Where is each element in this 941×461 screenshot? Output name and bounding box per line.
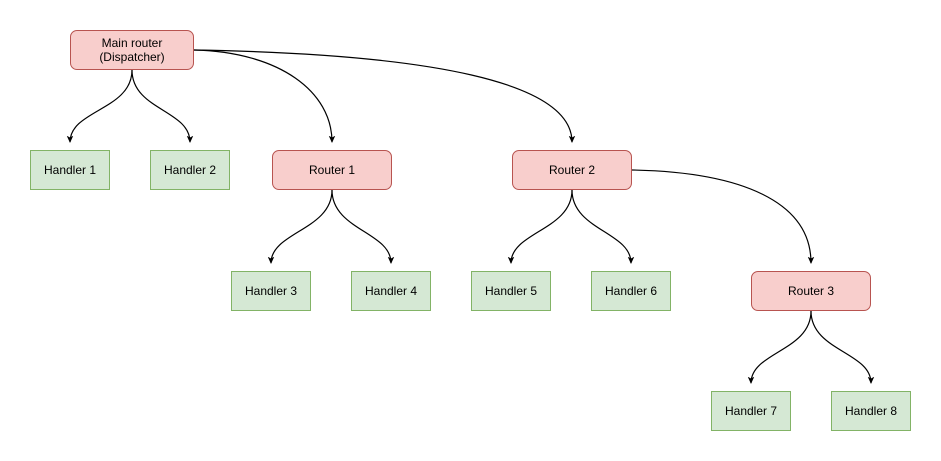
node-handler-4[interactable]: Handler 4 <box>351 271 431 311</box>
edge-router2-to-handler-6 <box>571 189 635 264</box>
node-handler-5[interactable]: Handler 5 <box>471 271 551 311</box>
node-router-1[interactable]: Router 1 <box>272 150 392 190</box>
node-router-2[interactable]: Router 2 <box>512 150 632 190</box>
edge-router1-to-handler-4 <box>331 189 395 264</box>
edge-main-to-handler-2 <box>131 69 194 143</box>
node-handler-8[interactable]: Handler 8 <box>831 391 911 431</box>
node-main-router[interactable]: Main router (Dispatcher) <box>70 30 194 70</box>
edge-router2-to-handler-5 <box>507 189 573 264</box>
node-router-3[interactable]: Router 3 <box>751 271 871 311</box>
node-handler-1[interactable]: Handler 1 <box>30 150 110 190</box>
edge-main-to-router-2 <box>193 49 576 143</box>
edge-main-to-router-1 <box>193 49 336 143</box>
node-handler-2[interactable]: Handler 2 <box>150 150 230 190</box>
edge-router2-to-router-3 <box>631 169 815 264</box>
node-handler-3[interactable]: Handler 3 <box>231 271 311 311</box>
edge-main-to-handler-1 <box>66 69 133 143</box>
node-handler-6[interactable]: Handler 6 <box>591 271 671 311</box>
edge-router3-to-handler-8 <box>810 310 875 384</box>
edge-router1-to-handler-3 <box>267 189 333 264</box>
node-handler-7[interactable]: Handler 7 <box>711 391 791 431</box>
edge-router3-to-handler-7 <box>747 310 812 384</box>
